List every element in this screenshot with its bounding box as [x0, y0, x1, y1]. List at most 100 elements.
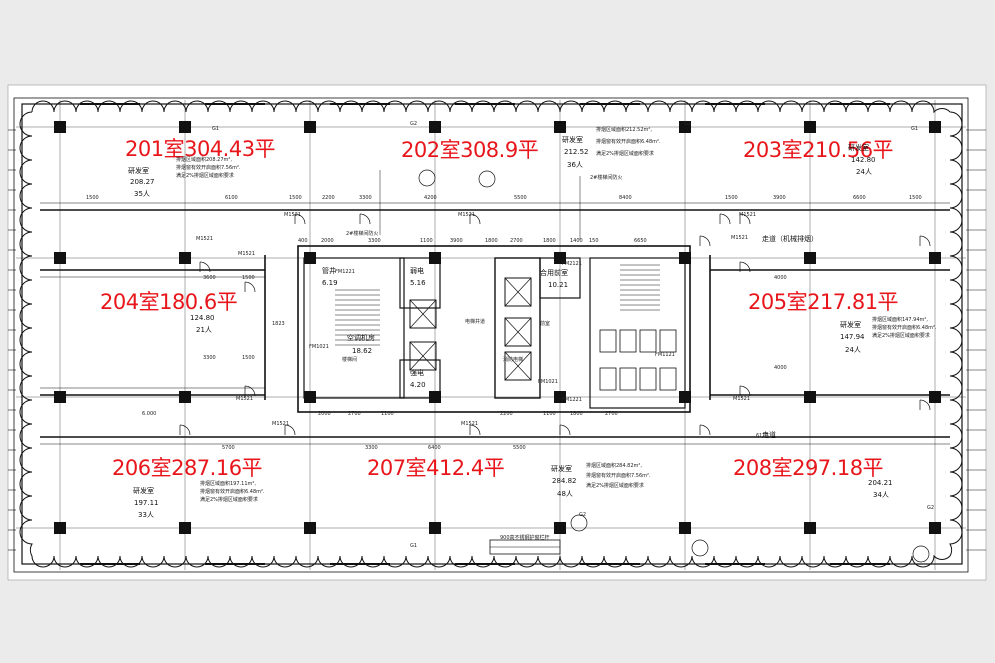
space-name-shared-lobby: 合用前室: [540, 269, 568, 277]
space-name-shaft: 管井: [322, 267, 336, 275]
weak-current-room: [399, 257, 441, 309]
door-swing: [739, 213, 751, 225]
door-swing: [284, 424, 296, 436]
door-tag: FM1021: [538, 379, 558, 385]
dimension-text: 4000: [774, 275, 787, 281]
door-tag: M1521: [733, 396, 751, 402]
door-tag: M1521: [196, 236, 214, 242]
space-area-ac-room: 18.62: [352, 347, 373, 355]
corridor-label-south: 走道: [762, 431, 776, 439]
door-tag: M1521: [284, 212, 302, 218]
stair-shaft: [303, 257, 405, 399]
room-label-204: 204室180.6平: [100, 290, 238, 314]
door-swing: [244, 385, 256, 397]
room-label-208: 208室297.18平: [733, 456, 884, 480]
dimension-text: 2700: [510, 238, 523, 244]
dimension-text: 150: [589, 238, 599, 244]
smoke-note-205-1: 排烟区域面积147.94m²,: [872, 317, 928, 323]
door-swing: [699, 424, 711, 436]
stair-label: 楼梯间: [342, 357, 358, 363]
room-label-202: 202室308.9平: [401, 138, 539, 162]
space-occupancy-206: 33人: [138, 511, 154, 519]
dimension-text: 1500: [242, 275, 255, 281]
space-name-ac-room: 空调机房: [347, 334, 375, 342]
space-occupancy-204: 21人: [196, 326, 212, 334]
smoke-note-207-2: 排烟窗有效开启面积7.56m².: [586, 473, 651, 479]
door-tag: M1521: [739, 212, 757, 218]
space-area-207: 284.82: [552, 477, 577, 485]
callout-circle: [478, 170, 496, 188]
dimension-text: 1100: [381, 411, 394, 417]
dimension-text: 6113: [756, 433, 769, 439]
shared-lobby: [539, 257, 581, 299]
door-swing: [199, 261, 211, 273]
callout-circle: [570, 514, 588, 532]
dimension-text: 1500: [725, 195, 738, 201]
door-tag: FM1021: [309, 344, 329, 350]
door-tag: M1521: [461, 421, 479, 427]
space-area-shared-lobby: 10.21: [548, 281, 569, 289]
dimension-text: 1500: [242, 355, 255, 361]
dimension-text: 1800: [570, 411, 583, 417]
toilet-stall: [639, 367, 657, 391]
elevator-cross: [504, 317, 532, 347]
door-swing: [559, 424, 571, 436]
dimension-text: 1800: [543, 238, 556, 244]
elevator-cross: [504, 277, 532, 307]
room-label-205: 205室217.81平: [748, 290, 899, 314]
door-swing: [244, 281, 256, 293]
dimension-text: 1100: [543, 411, 556, 417]
elevator-cross: [409, 341, 437, 371]
curtain-wall-bottom: [31, 554, 951, 568]
elevator-cross: [409, 299, 437, 329]
space-area-208: 204.21: [868, 479, 893, 487]
callout-circle: [691, 539, 709, 557]
stair-note: 2#楼梯间防火: [346, 231, 379, 237]
space-occupancy-205: 24人: [845, 346, 861, 354]
curtain-wall-right: [949, 111, 963, 557]
space-name-201: 研发室: [128, 167, 149, 175]
room-label-203: 203室210.56平: [743, 138, 894, 162]
dimension-text: 1800: [485, 238, 498, 244]
drawing-sheet: [7, 84, 987, 581]
elevator-car: [409, 299, 437, 329]
dimension-text: 6100: [225, 195, 238, 201]
door-swing: [739, 385, 751, 397]
door-swing: [699, 235, 711, 247]
door-swing: [919, 235, 931, 247]
smoke-note-202-3: 满足2%排烟区域面积要求: [596, 151, 654, 157]
door-tag: FM1221: [562, 397, 582, 403]
space-name-207: 研发室: [551, 465, 572, 473]
dimension-text: 1500: [909, 195, 922, 201]
door-tag: FM1221: [335, 269, 355, 275]
dimension-text: 2200: [322, 195, 335, 201]
callout-circle: [912, 545, 930, 563]
door-tag: M1521: [458, 212, 476, 218]
grid-tag: G1: [911, 126, 919, 132]
door-tag: FM1121: [655, 352, 675, 358]
space-area-204: 124.80: [190, 314, 215, 322]
door-swing: [294, 213, 306, 225]
dimension-text: 1400: [570, 238, 583, 244]
space-occupancy-203: 24人: [856, 168, 872, 176]
space-occupancy-207: 48人: [557, 490, 573, 498]
space-occupancy-202: 36人: [567, 161, 583, 169]
grid-tag: G1: [410, 543, 418, 549]
dimension-text: 2000: [321, 238, 334, 244]
space-name-weak-current: 弱电: [410, 267, 424, 275]
smoke-note-206-2: 排烟窗有效开启面积6.48m².: [200, 489, 265, 495]
space-area-202: 212.52: [564, 148, 589, 156]
strong-current-room: [399, 359, 441, 399]
door-tag: M1521: [731, 235, 749, 241]
space-area-shaft: 6.19: [322, 279, 338, 287]
elevator-car: [504, 317, 532, 347]
door-tag: M1521: [238, 251, 256, 257]
space-name-205: 研发室: [840, 321, 861, 329]
door-swing: [469, 213, 481, 225]
toilet-stall: [599, 329, 617, 353]
space-occupancy-201: 35人: [134, 190, 150, 198]
dimension-text: 400: [298, 238, 308, 244]
curtain-wall-left: [19, 111, 33, 557]
